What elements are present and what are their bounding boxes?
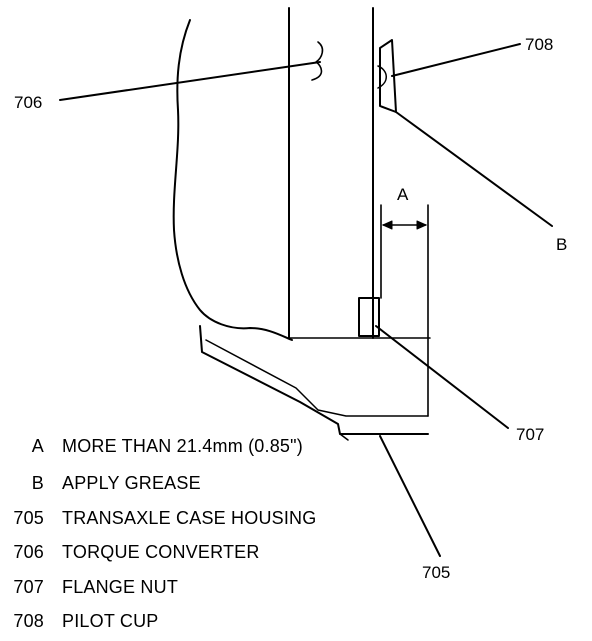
flange-nut-shape — [358, 297, 380, 337]
pilot-cup-inner — [377, 65, 387, 89]
callout-707: 707 — [516, 425, 544, 444]
leader-706 — [59, 61, 321, 101]
dim-arrowhead-left — [382, 220, 393, 230]
leader-707 — [375, 325, 509, 429]
callout-A: A — [397, 185, 409, 204]
legend-code: B — [31, 473, 44, 493]
legend-text: MORE THAN 21.4mm (0.85") — [62, 436, 303, 456]
housing-bottom-inner — [205, 339, 429, 417]
callout-705: 705 — [422, 563, 450, 582]
legend-code: 705 — [13, 508, 44, 528]
leader-708 — [391, 43, 521, 77]
legend-text: TORQUE CONVERTER — [62, 542, 260, 562]
legend-item: 706 TORQUE CONVERTER — [0, 542, 420, 572]
legend-item: 705 TRANSAXLE CASE HOUSING — [0, 508, 420, 538]
legend-text: FLANGE NUT — [62, 577, 179, 597]
callout-B: B — [556, 235, 567, 254]
legend-text: PILOT CUP — [62, 611, 159, 631]
legend-code: 706 — [13, 542, 44, 562]
leader-B — [395, 111, 553, 227]
legend-item: A MORE THAN 21.4mm (0.85") — [0, 436, 420, 466]
legend-item: 708 PILOT CUP — [0, 611, 420, 641]
leader-705 — [379, 435, 441, 557]
legend-item: B APPLY GREASE — [0, 473, 420, 503]
legend-text: APPLY GREASE — [62, 473, 201, 493]
callout-706: 706 — [14, 93, 42, 112]
legend-code: 708 — [13, 611, 44, 631]
housing-bottom — [199, 325, 429, 435]
legend-code: 707 — [13, 577, 44, 597]
dim-arrowhead-right — [416, 220, 427, 230]
housing-outline — [172, 19, 293, 341]
legend-item: 707 FLANGE NUT — [0, 577, 420, 607]
shaft-detail — [311, 41, 324, 81]
housing-step — [339, 433, 349, 441]
legend-text: TRANSAXLE CASE HOUSING — [62, 508, 317, 528]
callout-708: 708 — [525, 35, 553, 54]
legend-code: A — [31, 436, 44, 456]
